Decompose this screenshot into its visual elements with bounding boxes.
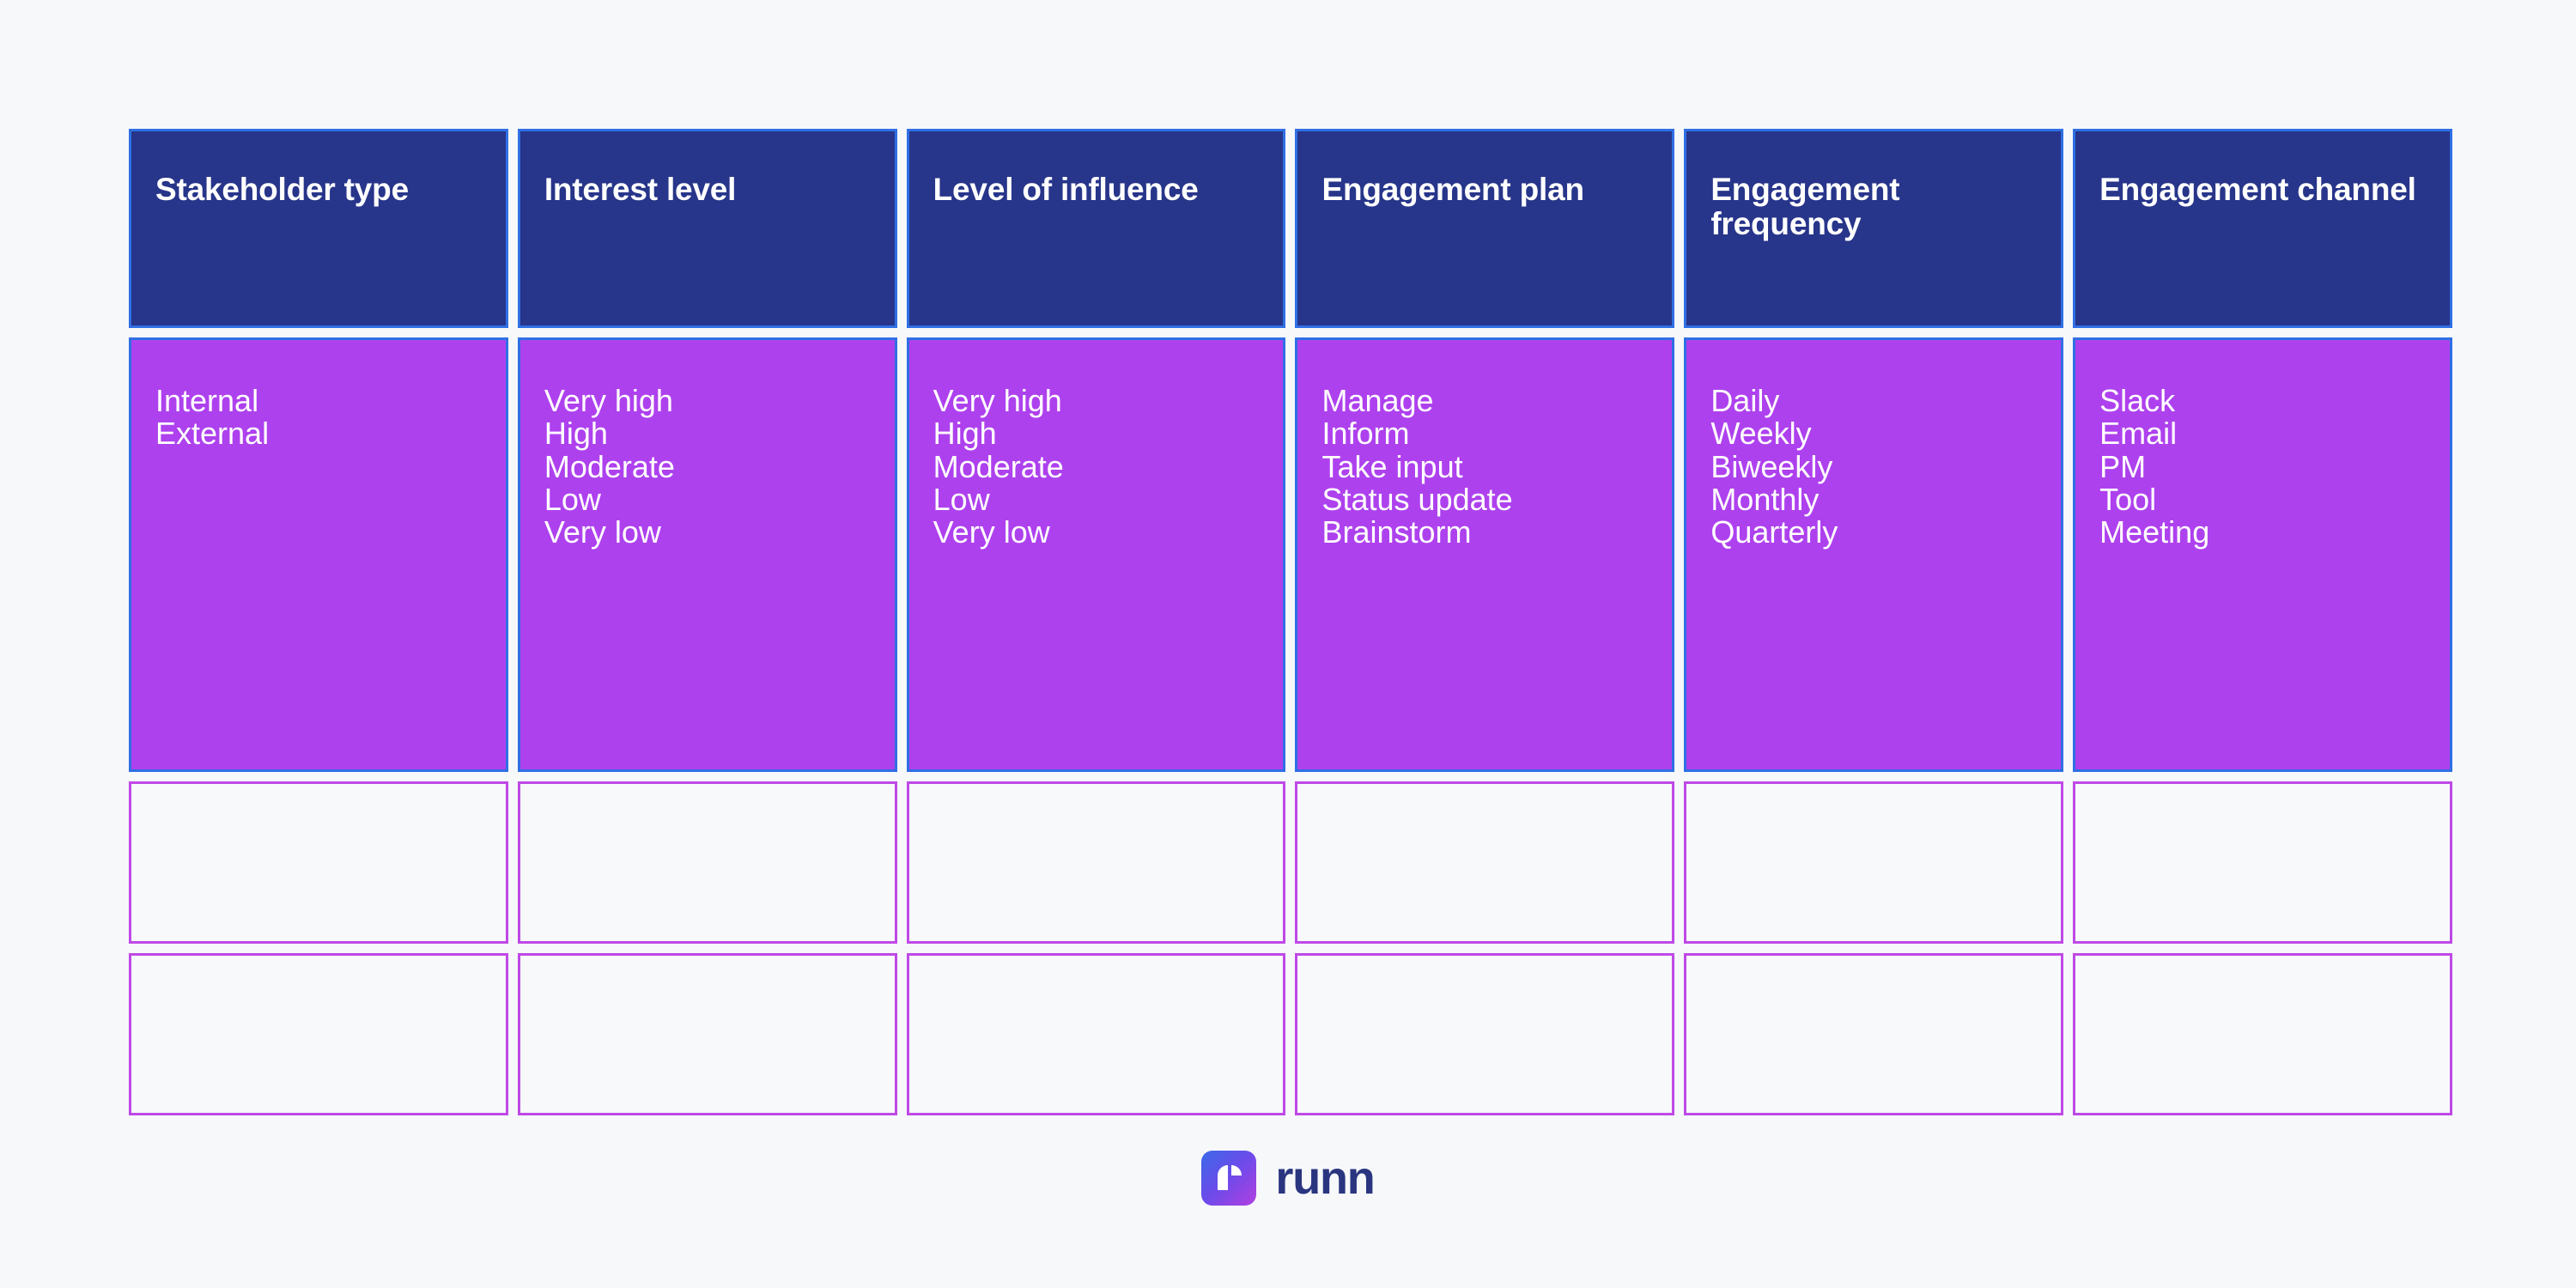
option-item[interactable]: PM [2099,448,2147,484]
empty-input-cell[interactable] [129,781,508,944]
column-header-cell: Stakeholder type [129,129,508,328]
option-item[interactable]: Low [933,481,990,517]
options-cell[interactable]: Very high High Moderate Low Very low [906,337,1286,772]
table-options-row: Internal External Very high High Moderat… [129,337,2452,772]
column-header-label: Engagement channel [2099,172,2416,207]
empty-input-cell[interactable] [2073,953,2452,1115]
column-header-cell: Engagement frequency [1684,129,2064,328]
footer-branding: runn [0,1151,2576,1206]
column-header-label: Interest level [544,172,737,207]
options-cell[interactable]: Internal External [129,337,508,772]
column-header-cell: Engagement channel [2073,129,2452,328]
options-cell[interactable]: Daily Weekly Biweekly Monthly Quarterly [1684,337,2064,772]
option-item[interactable]: Internal [155,383,259,418]
option-item[interactable]: Tool [2099,481,2157,517]
option-item[interactable]: Quarterly [1710,514,1838,550]
option-list: Very high High Moderate Low Very low [933,383,1260,550]
empty-input-cell[interactable] [906,781,1286,944]
option-item[interactable]: Monthly [1710,481,1820,517]
option-item[interactable]: Inform [1321,416,1410,452]
column-header-label: Level of influence [933,172,1199,207]
option-list: Manage Inform Take input Status update B… [1321,383,1648,550]
option-item[interactable]: Weekly [1710,416,1812,452]
column-header-label: Stakeholder type [155,172,409,207]
empty-input-cell[interactable] [1295,953,1675,1115]
option-item[interactable]: Very low [544,514,661,550]
option-item[interactable]: High [544,416,608,452]
option-item[interactable]: Low [544,481,601,517]
table-empty-row [129,781,2452,944]
column-header-label: Engagement frequency [1710,172,1900,241]
option-item[interactable]: Meeting [2099,514,2210,550]
option-item[interactable]: Very low [933,514,1050,550]
option-list: Slack Email PM Tool Meeting [2099,383,2426,550]
option-item[interactable]: Brainstorm [1321,514,1472,550]
options-cell[interactable]: Slack Email PM Tool Meeting [2073,337,2452,772]
runn-logo-mark-icon [1201,1151,1257,1206]
empty-input-cell[interactable] [906,953,1286,1115]
option-item[interactable]: Biweekly [1710,448,1833,484]
column-header-cell: Level of influence [906,129,1286,328]
option-item[interactable]: External [155,416,270,452]
empty-input-cell[interactable] [517,953,897,1115]
option-item[interactable]: Very high [933,383,1062,418]
stakeholder-engagement-table: Stakeholder type Interest level Level of… [129,129,2452,1115]
option-item[interactable]: Daily [1710,383,1780,418]
options-cell[interactable]: Very high High Moderate Low Very low [517,337,897,772]
empty-input-cell[interactable] [2073,781,2452,944]
option-item[interactable]: Take input [1321,448,1463,484]
empty-input-cell[interactable] [517,781,897,944]
option-item[interactable]: High [933,416,997,452]
table-empty-row [129,953,2452,1115]
column-header-cell: Interest level [517,129,897,328]
option-item[interactable]: Manage [1321,383,1434,418]
empty-input-cell[interactable] [1295,781,1675,944]
empty-input-cell[interactable] [129,953,508,1115]
options-cell[interactable]: Manage Inform Take input Status update B… [1295,337,1675,772]
option-list: Daily Weekly Biweekly Monthly Quarterly [1710,383,2037,550]
option-item[interactable]: Status update [1321,481,1513,517]
option-list: Internal External [155,383,482,452]
runn-wordmark: runn [1275,1152,1375,1204]
column-header-cell: Engagement plan [1295,129,1675,328]
empty-input-cell[interactable] [1684,781,2064,944]
option-item[interactable]: Slack [2099,383,2176,418]
column-header-label: Engagement plan [1321,172,1584,207]
option-item[interactable]: Moderate [544,448,675,484]
table-header-row: Stakeholder type Interest level Level of… [129,129,2452,328]
option-item[interactable]: Email [2099,416,2178,452]
option-item[interactable]: Very high [544,383,673,418]
option-item[interactable]: Moderate [933,448,1064,484]
empty-input-cell[interactable] [1684,953,2064,1115]
option-list: Very high High Moderate Low Very low [544,383,871,550]
